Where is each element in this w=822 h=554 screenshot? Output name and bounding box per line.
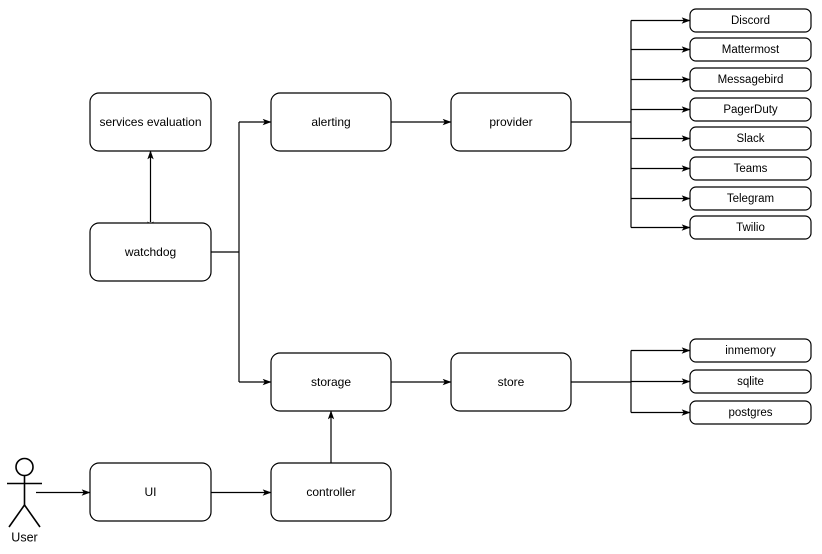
node-watchdog[interactable]: watchdog xyxy=(89,222,212,282)
provider-pagerduty-label: PagerDuty xyxy=(723,104,778,116)
provider-twilio-label: Twilio xyxy=(736,222,765,234)
storage-box[interactable] xyxy=(270,352,392,412)
store-sqlite-box[interactable] xyxy=(689,369,812,394)
node-services-evaluation[interactable]: services evaluation xyxy=(89,92,212,152)
node-provider-mattermost[interactable]: Mattermost xyxy=(689,37,812,62)
provider-teams-label: Teams xyxy=(734,163,768,175)
provider-pagerduty-box[interactable] xyxy=(689,97,812,122)
node-provider-slack[interactable]: Slack xyxy=(689,126,812,151)
node-provider-discord[interactable]: Discord xyxy=(689,8,812,33)
actor-head-icon xyxy=(15,457,34,477)
actor-right-leg-icon xyxy=(23,504,41,528)
node-provider-twilio[interactable]: Twilio xyxy=(689,215,812,240)
store-postgres-box[interactable] xyxy=(689,400,812,425)
node-alerting[interactable]: alerting xyxy=(270,92,392,152)
provider-slack-box[interactable] xyxy=(689,126,812,151)
node-controller[interactable]: controller xyxy=(270,462,392,522)
node-provider-teams[interactable]: Teams xyxy=(689,156,812,181)
alerting-box[interactable] xyxy=(270,92,392,152)
ui-box[interactable] xyxy=(89,462,212,522)
provider-branch-arrows xyxy=(631,17,691,231)
provider-mattermost-box[interactable] xyxy=(689,37,812,62)
watchdog-box[interactable] xyxy=(89,222,212,282)
node-ui[interactable]: UI xyxy=(89,462,212,522)
node-provider[interactable]: provider xyxy=(450,92,572,152)
provider-telegram-box[interactable] xyxy=(689,186,812,211)
provider-box[interactable] xyxy=(450,92,572,152)
node-provider-pagerduty[interactable]: PagerDuty xyxy=(689,97,812,122)
controller-label: controller xyxy=(306,485,355,499)
provider-messagebird-label: Messagebird xyxy=(718,74,784,86)
actor-label: User xyxy=(11,530,37,544)
provider-discord-label: Discord xyxy=(731,15,770,27)
node-store-postgres[interactable]: postgres xyxy=(689,400,812,425)
store-postgres-label: postgres xyxy=(728,407,772,419)
provider-mattermost-label: Mattermost xyxy=(722,44,780,56)
watchdog-label: watchdog xyxy=(124,245,176,259)
store-sqlite-label: sqlite xyxy=(737,376,764,388)
alerting-label: alerting xyxy=(311,115,350,129)
provider-telegram-label: Telegram xyxy=(727,193,774,205)
services-evaluation-label: services evaluation xyxy=(99,115,201,129)
node-store-inmemory[interactable]: inmemory xyxy=(689,338,812,363)
user-actor[interactable]: User xyxy=(7,457,42,545)
provider-discord-box[interactable] xyxy=(689,8,812,33)
store-inmemory-label: inmemory xyxy=(725,345,776,357)
store-branch-arrows xyxy=(631,347,691,416)
provider-messagebird-box[interactable] xyxy=(689,67,812,92)
node-provider-messagebird[interactable]: Messagebird xyxy=(689,67,812,92)
store-inmemory-box[interactable] xyxy=(689,338,812,363)
node-storage[interactable]: storage xyxy=(270,352,392,412)
ui-label: UI xyxy=(145,485,157,499)
provider-slack-label: Slack xyxy=(736,133,764,145)
services-evaluation-box[interactable] xyxy=(89,92,212,152)
store-label: store xyxy=(498,375,525,389)
provider-teams-box[interactable] xyxy=(689,156,812,181)
node-store-sqlite[interactable]: sqlite xyxy=(689,369,812,394)
controller-box[interactable] xyxy=(270,462,392,522)
provider-label: provider xyxy=(489,115,532,129)
actor-left-leg-icon xyxy=(8,504,26,528)
provider-twilio-box[interactable] xyxy=(689,215,812,240)
store-box[interactable] xyxy=(450,352,572,412)
node-provider-telegram[interactable]: Telegram xyxy=(689,186,812,211)
node-store[interactable]: store xyxy=(450,352,572,412)
storage-label: storage xyxy=(311,375,351,389)
